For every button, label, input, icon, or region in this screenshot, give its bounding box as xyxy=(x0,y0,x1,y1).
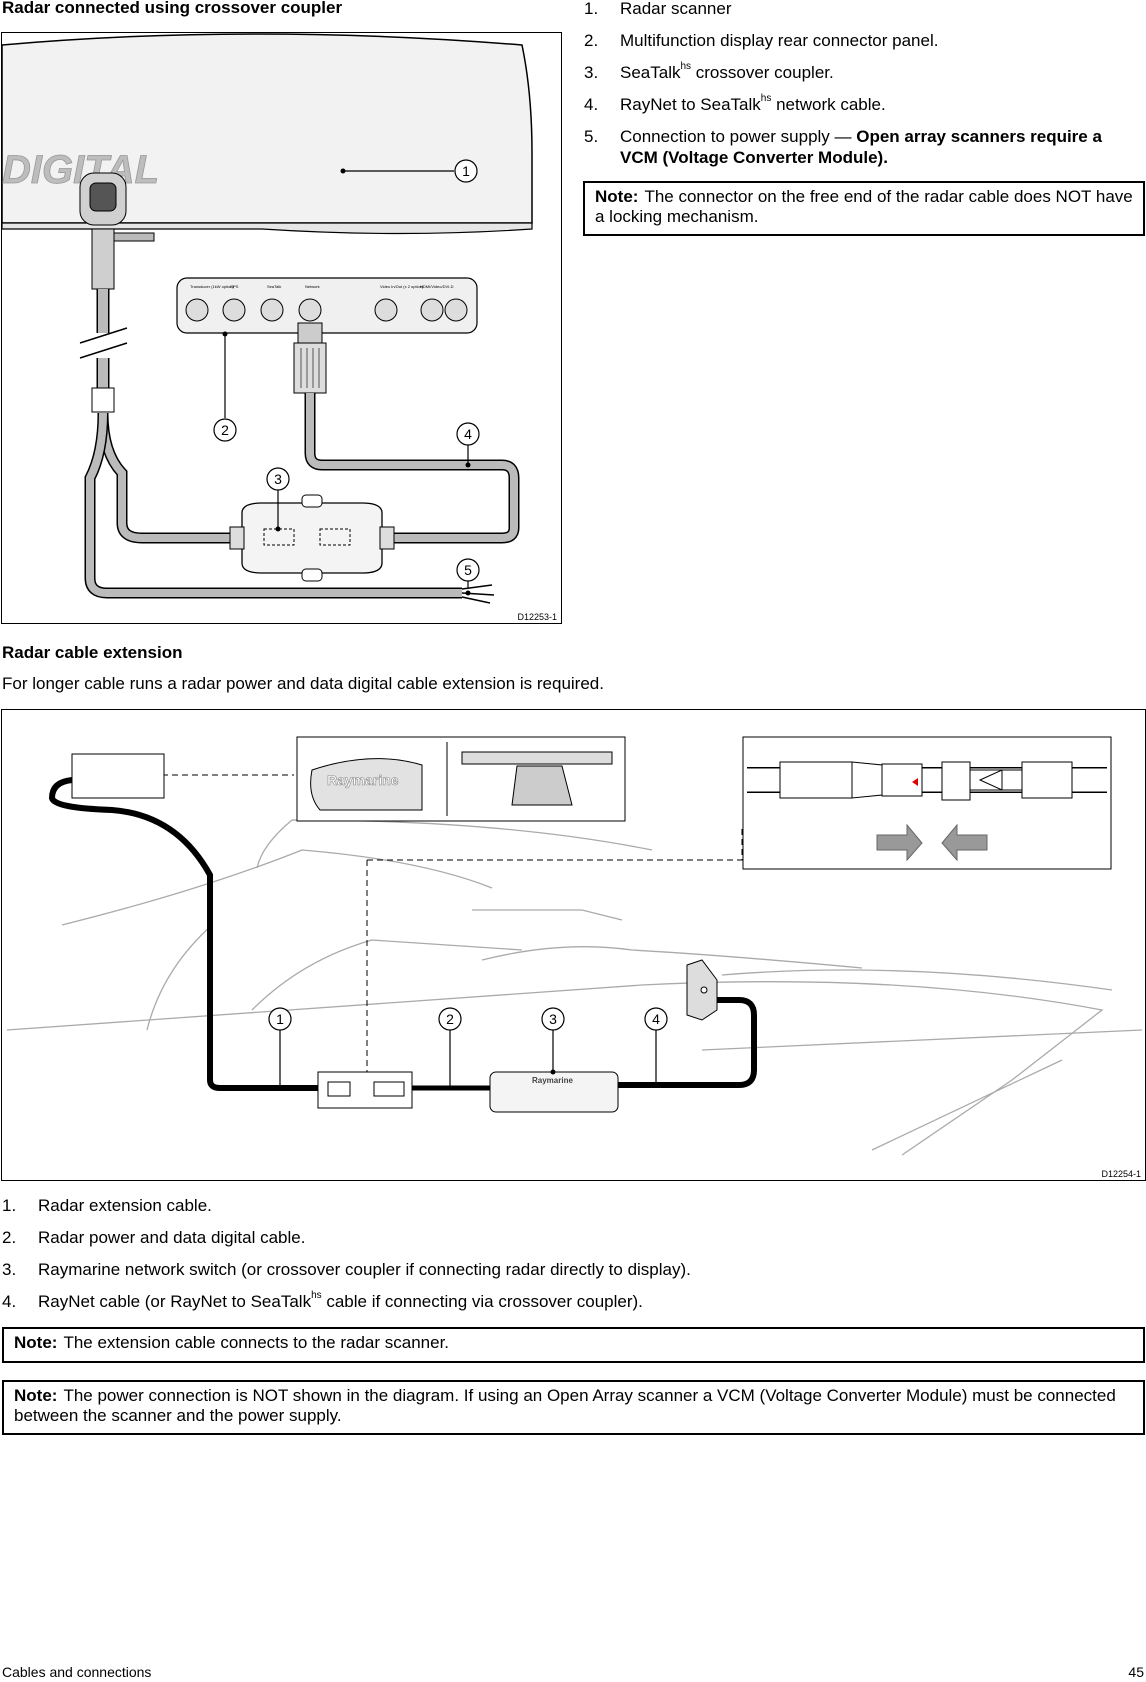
raymarine-brand-text: Raymarine xyxy=(327,772,399,788)
legend-item: 3.Raymarine network switch (or crossover… xyxy=(2,1260,691,1279)
legend-item: 3.SeaTalkhs crossover coupler. xyxy=(584,61,834,82)
section-heading-extension: Radar cable extension xyxy=(2,643,183,662)
panel-label-gps: GPS xyxy=(230,284,239,289)
note-box: Note:The extension cable connects to the… xyxy=(2,1327,1145,1363)
section-heading-crossover: Radar connected using crossover coupler xyxy=(2,0,343,17)
legend-item: 1.Radar scanner xyxy=(584,0,732,18)
legend-item: 2.Multifunction display rear connector p… xyxy=(584,31,939,50)
switch-brand-text: Raymarine xyxy=(532,1076,573,1085)
legend-item: 1.Radar extension cable. xyxy=(2,1196,212,1215)
legend-item: 5.Connection to power supply — Open arra… xyxy=(584,127,1102,167)
extension-legend: 1.Radar extension cable. 2.Radar power a… xyxy=(2,1195,1142,1323)
legend-item: 2.Radar power and data digital cable. xyxy=(2,1228,306,1247)
extension-diagram: Raymarine Raymarine xyxy=(1,709,1146,1181)
footer-section-title: Cables and connections xyxy=(2,1664,152,1680)
ext-callout-4: 4 xyxy=(652,1011,660,1027)
page-number: 45 xyxy=(1128,1664,1144,1680)
note-box: Note:The power connection is NOT shown i… xyxy=(2,1380,1145,1435)
panel-label-video: Video In/Out (x 2 option) xyxy=(380,284,424,289)
callout-2: 2 xyxy=(221,422,229,438)
panel-label-transducer: Transducer (1kW option) xyxy=(190,284,235,289)
callout-5: 5 xyxy=(464,562,472,578)
figure-id: D12254-1 xyxy=(1101,1169,1141,1179)
extension-diagram-art: Raymarine Raymarine xyxy=(6,736,1143,1156)
figure-id: D12253-1 xyxy=(517,612,557,622)
panel-label-seatalk: SeaTalk xyxy=(267,284,281,289)
ext-callout-3: 3 xyxy=(549,1011,557,1027)
ext-callout-2: 2 xyxy=(446,1011,454,1027)
callout-4: 4 xyxy=(464,426,472,442)
panel-label-network: Network xyxy=(305,284,320,289)
digital-brand-text: DIGITAL xyxy=(2,148,159,192)
legend-item: 4.RayNet cable (or RayNet to SeaTalkhs c… xyxy=(2,1290,643,1311)
panel-label-hdmi: HDMI/Video/DVI-D xyxy=(420,284,454,289)
crossover-diagram: DIGITAL Transducer (1kW option) GPS SeaT… xyxy=(1,32,562,624)
note-box: Note:The connector on the free end of th… xyxy=(583,181,1145,236)
legend-item: 4.RayNet to SeaTalkhs network cable. xyxy=(584,93,886,114)
callout-1: 1 xyxy=(462,163,470,179)
section-intro: For longer cable runs a radar power and … xyxy=(2,674,604,693)
crossover-diagram-art: DIGITAL Transducer (1kW option) GPS SeaT… xyxy=(2,33,533,604)
crossover-legend: 1.Radar scanner 2.Multifunction display … xyxy=(584,0,1144,179)
callout-3: 3 xyxy=(274,471,282,487)
ext-callout-1: 1 xyxy=(276,1011,284,1027)
